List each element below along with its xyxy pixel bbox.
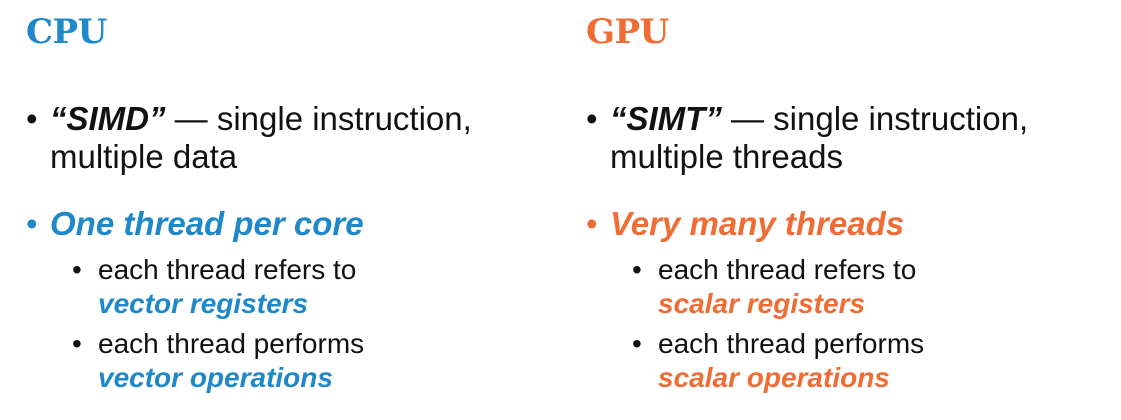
bullet-dot: • [26, 205, 38, 242]
cpu-threads-text: One thread per core [50, 205, 364, 242]
bullet-dot: • [632, 328, 642, 359]
cpu-simd-line2: multiple data [50, 138, 238, 175]
cpu-registers-line2: vector registers [98, 288, 309, 319]
gpu-simt-term: “SIMT” [610, 100, 722, 137]
gpu-registers-line1: each thread refers to [658, 254, 917, 285]
cpu-registers-line1: each thread refers to [98, 254, 357, 285]
cpu-simd-rest: — single instruction, [165, 100, 472, 137]
gpu-registers-line2: scalar registers [658, 288, 866, 319]
bullet-dot: • [586, 205, 598, 242]
bullet-dot: • [26, 100, 38, 137]
cpu-simd-term: “SIMD” [50, 100, 166, 137]
gpu-simt-rest: — single instruction, [721, 100, 1029, 137]
gpu-operations-line2: scalar operations [658, 362, 890, 393]
gpu-operations-line1: each thread performs [658, 328, 925, 359]
bullet-dot: • [586, 100, 598, 137]
bullet-dot: • [72, 328, 82, 359]
cpu-operations-line1: each thread performs [98, 328, 365, 359]
gpu-threads-text: Very many threads [610, 205, 905, 242]
bullet-dot: • [72, 254, 82, 285]
cpu-simd-line1: “SIMD” — single instruction, [50, 100, 472, 138]
gpu-simt-line1: “SIMT” — single instruction, [610, 100, 1028, 138]
bullet-dot: • [632, 254, 642, 285]
cpu-column: CPU • “SIMD” — single instruction, multi… [26, 0, 566, 420]
cpu-heading: CPU [26, 12, 107, 52]
gpu-simt-line2: multiple threads [610, 138, 843, 175]
cpu-operations-line2: vector operations [98, 362, 333, 393]
gpu-heading: GPU [586, 12, 669, 52]
gpu-column: GPU • “SIMT” — single instruction, multi… [586, 0, 1121, 420]
